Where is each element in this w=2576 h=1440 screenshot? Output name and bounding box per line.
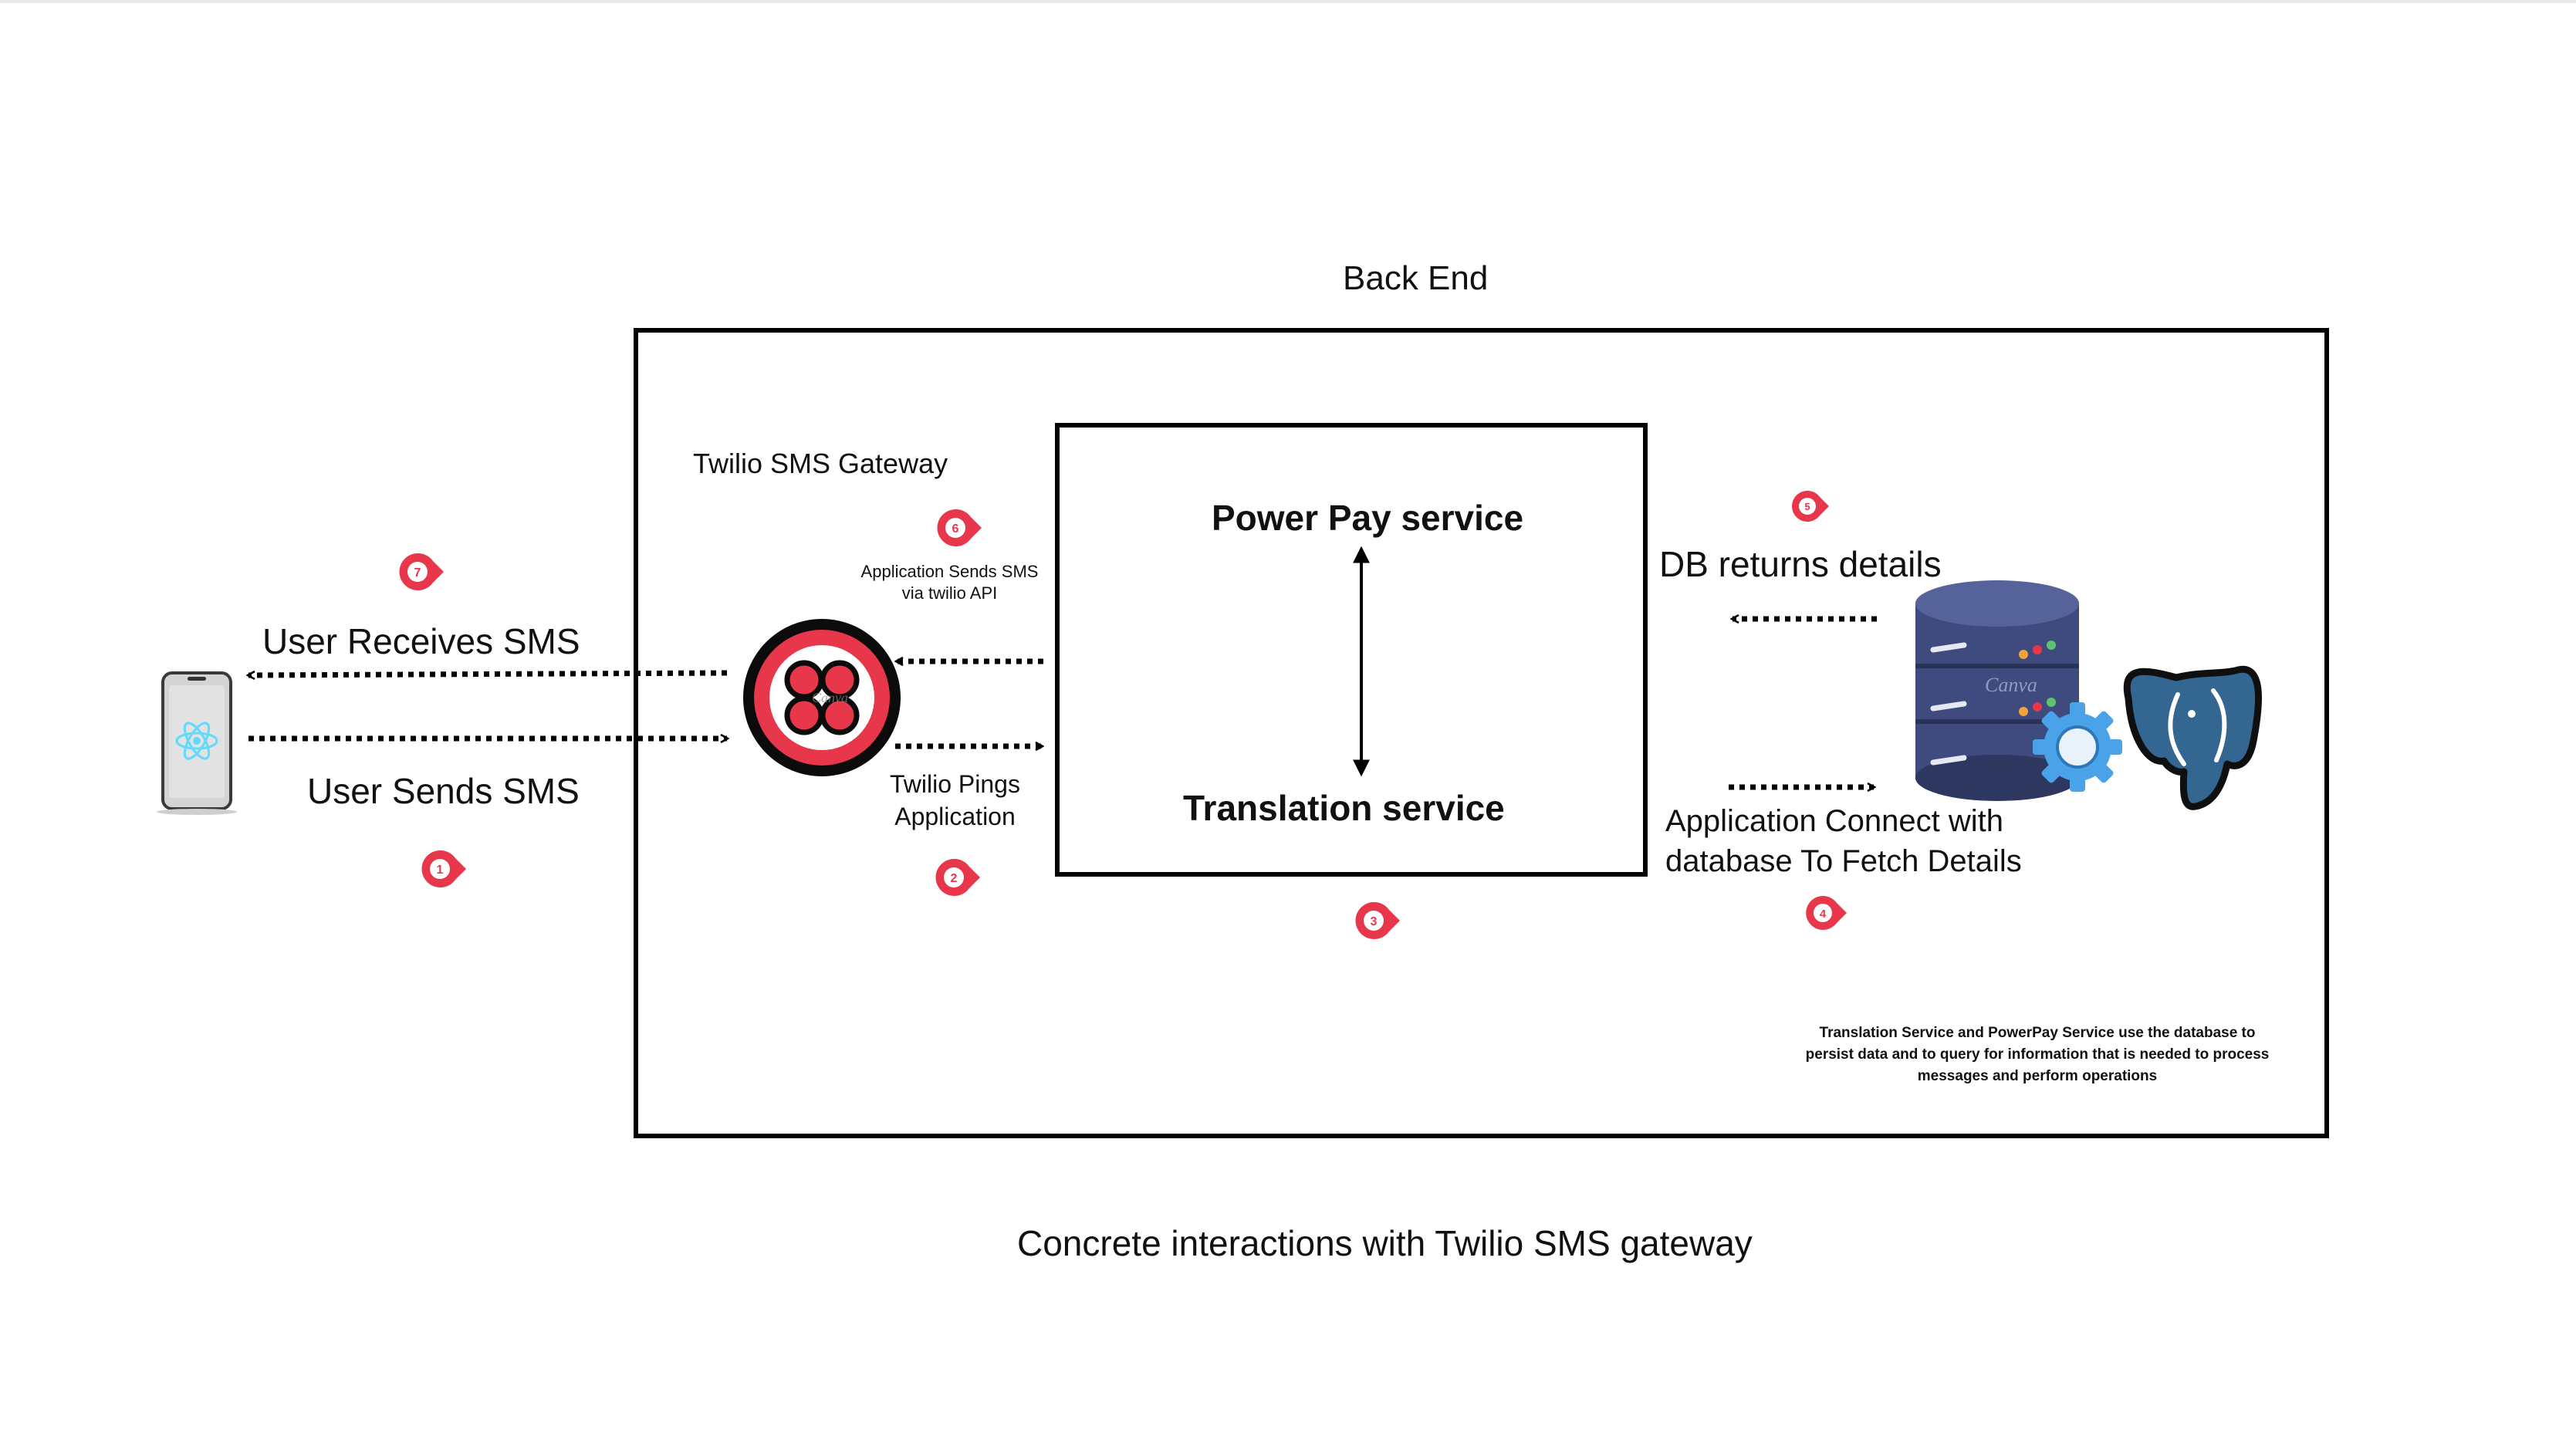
svg-text:3: 3	[1371, 915, 1378, 928]
svg-text:6: 6	[952, 522, 959, 536]
gear-icon	[2033, 702, 2122, 792]
postgres-icon	[2123, 665, 2263, 810]
step-marker-6: 6	[937, 509, 982, 546]
arrow-gateway-to-user	[248, 670, 728, 675]
step-marker-7: 7	[399, 553, 444, 590]
twilio-pings-label: Twilio Pings Application	[890, 770, 1020, 830]
user-receives-label: User Receives SMS	[262, 621, 580, 661]
translation-service-label: Translation service	[1183, 788, 1505, 828]
canva-watermark-db: Canva	[1985, 674, 2037, 696]
database-icon	[1915, 580, 2079, 801]
twilio-gateway-label: Twilio SMS Gateway	[693, 448, 948, 479]
step-marker-5: 5	[1792, 491, 1829, 522]
step-marker-2: 2	[935, 858, 980, 896]
svg-text:7: 7	[414, 566, 421, 580]
db-returns-label: DB returns details	[1659, 544, 1942, 584]
database-note: Translation Service and PowerPay Service…	[1805, 1025, 2270, 1084]
svg-text:1: 1	[437, 864, 444, 877]
react-icon	[175, 722, 218, 760]
app-connect-label: Application Connect with database To Fet…	[1665, 804, 2022, 878]
step-marker-3: 3	[1355, 901, 1400, 939]
svg-text:2: 2	[951, 872, 958, 885]
top-border	[0, 0, 2576, 3]
svg-text:4: 4	[1820, 908, 1827, 921]
services-box	[1055, 423, 1648, 877]
user-sends-label: User Sends SMS	[307, 771, 580, 811]
step-marker-4: 4	[1806, 895, 1847, 930]
app-sends-sms-label: Application Sends SMS via twilio API	[860, 562, 1039, 603]
canva-watermark-twilio: Canva	[812, 690, 848, 705]
backend-title: Back End	[1343, 259, 1489, 297]
step-marker-1: 1	[421, 850, 466, 887]
diagram-caption: Concrete interactions with Twilio SMS ga…	[1017, 1223, 1753, 1263]
backend-boundary	[634, 328, 2329, 1138]
twilio-icon	[743, 619, 901, 776]
power-pay-service-label: Power Pay service	[1212, 498, 1524, 538]
svg-text:5: 5	[1804, 501, 1810, 512]
